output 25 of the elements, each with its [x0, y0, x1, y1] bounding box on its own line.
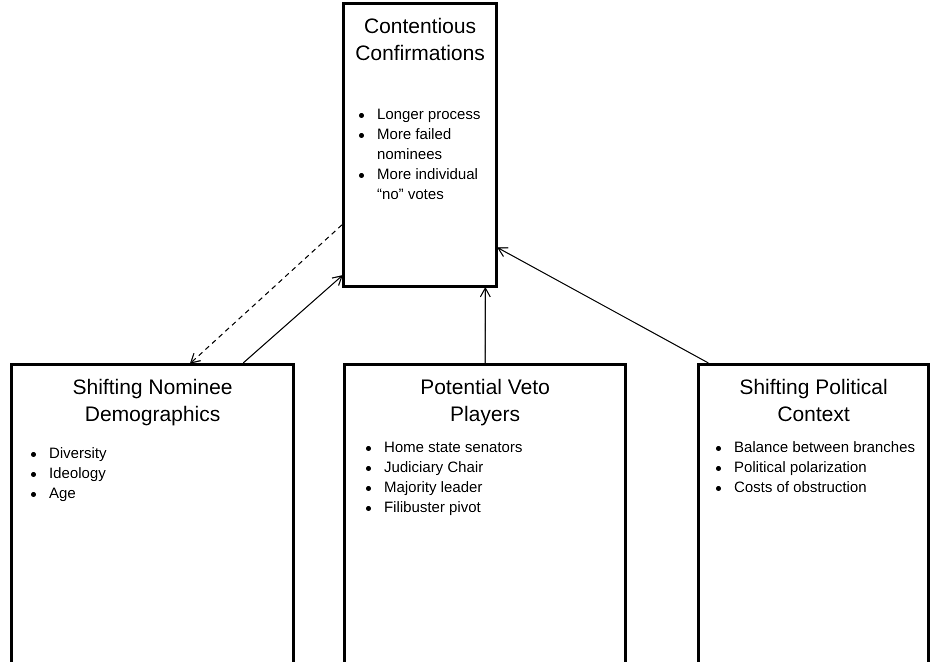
bullet-text: More failed nominees: [377, 125, 452, 165]
factor-box: [697, 363, 930, 662]
bullet-text: Balance between branches: [734, 438, 915, 458]
factor-box: [343, 363, 627, 662]
bullet-text: Majority leader: [384, 478, 482, 498]
box-heading: Shifting Political Context: [738, 375, 889, 428]
bullet-text: Age: [49, 484, 76, 504]
bullet-text: Costs of obstruction: [734, 478, 867, 498]
arrow: [497, 247, 709, 364]
bullet-text: Diversity: [49, 444, 107, 464]
arrow: [480, 287, 491, 363]
box-heading: Potential Veto Players: [419, 375, 551, 428]
bullet-text: Filibuster pivot: [384, 498, 481, 518]
bullet-text: More individual “no” votes: [377, 165, 479, 205]
bullet-text: Political polarization: [734, 458, 867, 478]
box-heading: Contentious Confirmations: [355, 14, 485, 67]
bullet-text: Longer process: [377, 105, 480, 125]
arrow: [242, 275, 343, 364]
box-heading: Shifting Nominee Demographics: [72, 375, 234, 428]
arrow: [190, 224, 342, 364]
factor-box: [342, 2, 498, 288]
factor-box: [10, 363, 295, 662]
bullet-text: Home state senators: [384, 438, 522, 458]
bullet-text: Ideology: [49, 464, 106, 484]
bullet-text: Judiciary Chair: [384, 458, 484, 478]
